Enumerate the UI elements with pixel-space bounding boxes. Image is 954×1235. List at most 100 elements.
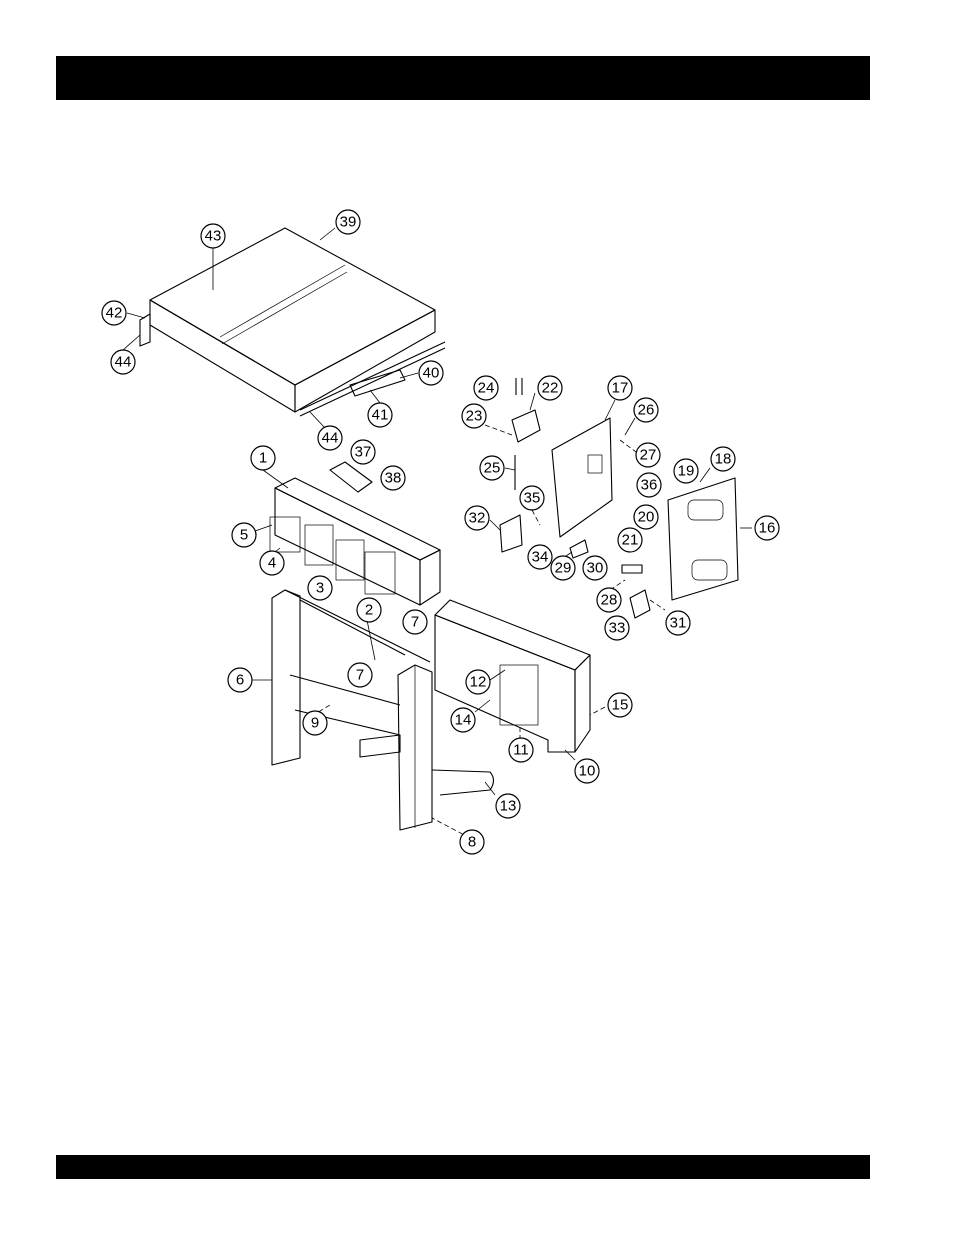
callout-29: 29 [551,556,575,580]
callout-37: 37 [351,440,375,464]
svg-text:3: 3 [316,580,324,597]
svg-text:7: 7 [411,614,419,631]
callout-5: 5 [232,523,256,547]
roof-panel [140,228,445,416]
callout-34: 34 [528,545,552,569]
callout-39: 39 [336,210,360,234]
svg-text:16: 16 [759,520,776,537]
footer-bar [56,1155,870,1179]
callout-33: 33 [605,616,629,640]
svg-text:5: 5 [240,527,248,544]
svg-text:22: 22 [542,380,559,397]
door-panel-16 [668,478,738,600]
door-panel-17 [552,418,612,537]
callout-13: 13 [496,794,520,818]
svg-text:44: 44 [115,354,132,371]
callout-36: 36 [637,473,661,497]
svg-text:34: 34 [532,549,549,566]
svg-text:41: 41 [372,407,389,424]
svg-text:27: 27 [640,447,657,464]
leader-lines [123,228,752,838]
svg-text:8: 8 [468,834,476,851]
callout-22: 22 [538,376,562,400]
svg-text:11: 11 [513,742,529,759]
callout-26: 26 [634,398,658,422]
svg-text:38: 38 [385,470,402,487]
svg-text:18: 18 [715,451,732,468]
callout-8: 8 [460,830,484,854]
svg-text:21: 21 [622,532,639,549]
callout-7: 7 [348,663,372,687]
callout-32: 32 [465,506,489,530]
svg-text:28: 28 [601,592,618,609]
callout-7: 7 [403,610,427,634]
callout-40: 40 [419,361,443,385]
svg-text:35: 35 [524,490,541,507]
svg-text:10: 10 [579,763,596,780]
callout-6: 6 [228,668,252,692]
svg-text:36: 36 [641,477,658,494]
svg-text:31: 31 [670,615,687,632]
callout-38: 38 [381,466,405,490]
svg-text:6: 6 [236,672,244,689]
svg-text:25: 25 [484,460,501,477]
svg-text:43: 43 [205,228,222,245]
svg-text:23: 23 [466,408,483,425]
callout-21: 21 [618,528,642,552]
right-post [398,665,432,830]
callout-44: 44 [318,426,342,450]
svg-text:19: 19 [678,463,695,480]
svg-text:40: 40 [423,365,440,382]
callout-30: 30 [583,556,607,580]
callout-44: 44 [111,350,135,374]
callout-31: 31 [666,611,690,635]
callout-18: 18 [711,447,735,471]
callout-41: 41 [368,403,392,427]
callout-16: 16 [755,516,779,540]
callout-28: 28 [597,588,621,612]
callout-2: 2 [357,598,381,622]
svg-text:4: 4 [268,555,276,572]
svg-text:44: 44 [322,430,339,447]
svg-text:32: 32 [469,510,486,527]
callout-23: 23 [462,404,486,428]
svg-text:12: 12 [470,674,487,691]
svg-text:13: 13 [500,798,517,815]
callout-27: 27 [636,443,660,467]
callout-3: 3 [308,576,332,600]
callout-25: 25 [480,456,504,480]
deflector [432,770,494,795]
callout-17: 17 [608,376,632,400]
callout-42: 42 [102,301,126,325]
svg-text:26: 26 [638,402,655,419]
callout-20: 20 [634,505,658,529]
callout-19: 19 [674,459,698,483]
small-plate [330,462,372,492]
svg-text:37: 37 [355,444,372,461]
svg-text:29: 29 [555,560,572,577]
svg-text:2: 2 [365,602,373,619]
hinge-assembly [512,378,540,490]
upper-frame-box [270,478,440,605]
svg-text:9: 9 [311,715,319,732]
callout-4: 4 [260,551,284,575]
svg-text:14: 14 [455,712,472,729]
svg-text:42: 42 [106,305,123,322]
svg-text:15: 15 [612,697,629,714]
callout-10: 10 [575,759,599,783]
svg-text:24: 24 [478,380,495,397]
svg-text:20: 20 [638,509,655,526]
callout-11: 11 [509,738,533,762]
callout-43: 43 [201,224,225,248]
callout-12: 12 [466,670,490,694]
svg-text:39: 39 [340,214,357,231]
svg-text:7: 7 [356,667,364,684]
svg-text:1: 1 [259,450,267,467]
callout-24: 24 [474,376,498,400]
svg-text:17: 17 [612,380,629,397]
callout-35: 35 [520,486,544,510]
svg-text:33: 33 [609,620,626,637]
callout-14: 14 [451,708,475,732]
callout-15: 15 [608,693,632,717]
